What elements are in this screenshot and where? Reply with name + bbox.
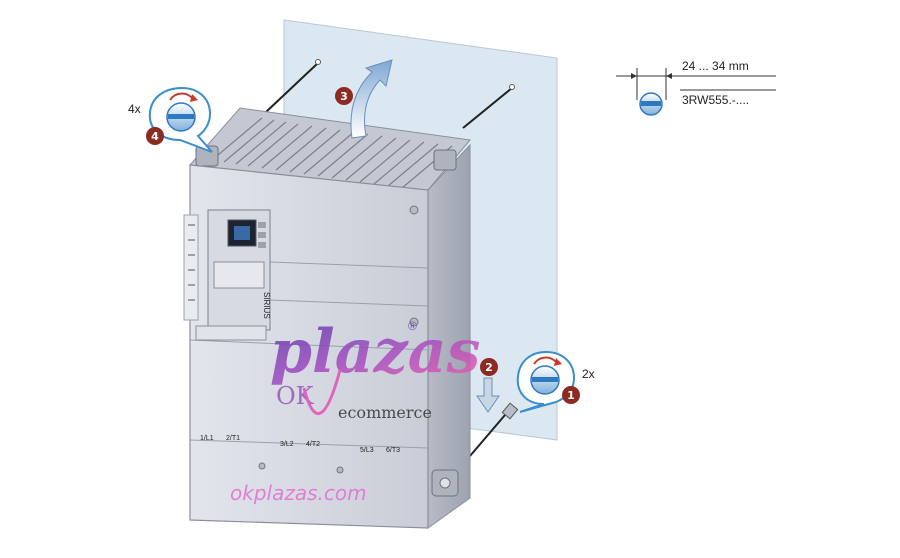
terminal-bottom-2: 4/T2 xyxy=(306,441,320,448)
part-number: 3RW555.-.... xyxy=(682,93,749,107)
watermark-url: okplazas.com xyxy=(230,481,367,505)
dimension-range: 24 ... 34 mm xyxy=(682,59,749,73)
bottom-bar xyxy=(195,325,267,341)
screwdriver-callout-top xyxy=(148,86,213,153)
brand-vertical: SIRIUS xyxy=(262,292,271,319)
corner-screw-mr xyxy=(409,317,419,327)
terminal-top-2: 3/L2 xyxy=(280,441,294,448)
front-seams xyxy=(189,261,429,449)
watermark-logo: plazas ® OK ecommerce okplazas.com xyxy=(230,317,480,505)
watermark-swoosh xyxy=(302,369,342,415)
rotate-arrow-icon-2 xyxy=(533,356,557,365)
terminal-bottom-3: 6/T3 xyxy=(386,447,400,454)
keypad xyxy=(258,222,266,248)
front-label-strip xyxy=(183,214,199,321)
svg-text:3: 3 xyxy=(340,90,348,103)
mount-hole-bottom xyxy=(439,477,451,489)
panel-holes xyxy=(315,59,515,90)
down-arrow xyxy=(476,377,500,413)
option-slot xyxy=(213,261,265,289)
display-screen xyxy=(227,219,257,247)
bottom-screw xyxy=(501,402,519,420)
terminal-bottom-1: 2/T1 xyxy=(226,435,240,442)
watermark-logo-word: plazas xyxy=(270,317,480,387)
watermark-ecommerce: ecommerce xyxy=(338,403,432,422)
screwdriver-callout-bottom xyxy=(516,350,576,413)
dimension-legend: 24 ... 34 mm 3RW555.-.... xyxy=(616,59,776,116)
terminal-top-1: 1/L1 xyxy=(200,435,214,442)
terminal-labels: 1/L1 2/T1 3/L2 4/T2 5/L3 6/T3 xyxy=(200,435,400,454)
watermark-registered: ® xyxy=(408,319,417,333)
svg-text:2: 2 xyxy=(485,361,493,374)
terminal-screw-1 xyxy=(258,462,266,470)
count-bottom: 2x xyxy=(582,367,595,381)
terminal-top-3: 5/L3 xyxy=(360,447,374,454)
display-content xyxy=(234,226,250,240)
svg-text:1: 1 xyxy=(567,389,575,402)
step-badge-3: 3 xyxy=(335,87,353,105)
svg-text:4: 4 xyxy=(151,130,159,143)
corner-screw-tr xyxy=(409,205,419,215)
step-badge-2: 2 xyxy=(480,358,498,376)
screw-slot-icon xyxy=(168,114,194,119)
side-markings xyxy=(188,224,195,301)
mount-tab-right xyxy=(433,149,457,171)
screw-lines xyxy=(265,62,513,457)
screw-slot-icon-2 xyxy=(532,377,558,382)
lift-arrow xyxy=(350,59,393,139)
rotate-arrow-icon xyxy=(169,92,193,101)
terminal-screw-2 xyxy=(336,466,344,474)
heat-sink xyxy=(211,117,453,189)
count-top: 4x xyxy=(128,102,141,116)
step-badge-4: 4 xyxy=(146,127,164,145)
step-badge-1: 1 xyxy=(562,386,580,404)
